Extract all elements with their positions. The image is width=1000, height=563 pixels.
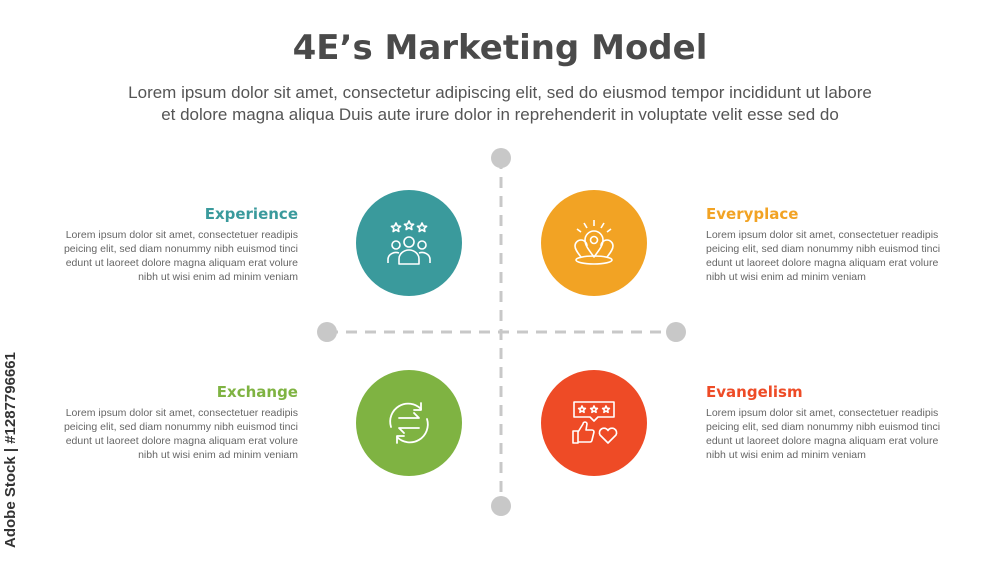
stock-watermark: Adobe Stock | #1287796661 xyxy=(2,352,19,548)
review-like-heart-icon xyxy=(572,401,618,444)
subtitle-line-1: Lorem ipsum dolor sit amet, consectetur … xyxy=(128,83,872,102)
everyplace-label: Everyplace xyxy=(706,205,799,223)
description-line: edunt ut laoreet dolore magna aliquam er… xyxy=(706,257,939,269)
evangelism-circle xyxy=(541,370,647,476)
page-title: 4E’s Marketing Model xyxy=(292,28,708,68)
everyplace-circle xyxy=(541,190,647,296)
exchange-description: Lorem ipsum dolor sit amet, consectetuer… xyxy=(58,406,298,462)
description-line: edunt ut laoreet dolore magna aliquam er… xyxy=(65,435,298,447)
description-line: peicing elit, sed diam nonummy nibh euis… xyxy=(706,421,941,433)
description-line: edunt ut laoreet dolore magna aliquam er… xyxy=(65,257,298,269)
description-line: nibh ut wisi enim ad minim veniam xyxy=(138,271,298,283)
description-line: edunt ut laoreet dolore magna aliquam er… xyxy=(706,435,939,447)
experience-description: Lorem ipsum dolor sit amet, consectetuer… xyxy=(58,228,298,284)
experience-circle xyxy=(356,190,462,296)
exchange-label: Exchange xyxy=(216,383,298,401)
axis-dot-right xyxy=(666,322,686,342)
evangelism-description: Lorem ipsum dolor sit amet, consectetuer… xyxy=(706,406,946,462)
exchange-arrows-icon xyxy=(389,402,429,444)
group-stars-icon xyxy=(387,220,431,265)
experience-label: Experience xyxy=(204,205,298,223)
description-line: Lorem ipsum dolor sit amet, consectetuer… xyxy=(65,407,298,419)
location-pins-icon xyxy=(574,220,614,265)
everyplace-description: Lorem ipsum dolor sit amet, consectetuer… xyxy=(706,228,946,284)
exchange-circle xyxy=(356,370,462,476)
description-line: Lorem ipsum dolor sit amet, consectetuer… xyxy=(706,407,939,419)
description-line: peicing elit, sed diam nonummy nibh euis… xyxy=(63,243,298,255)
description-line: nibh ut wisi enim ad minim veniam xyxy=(706,449,866,461)
description-line: peicing elit, sed diam nonummy nibh euis… xyxy=(63,421,298,433)
description-line: Lorem ipsum dolor sit amet, consectetuer… xyxy=(65,229,298,241)
subtitle-line-2: et dolore magna aliqua Duis aute irure d… xyxy=(161,105,839,124)
page-subtitle: Lorem ipsum dolor sit amet, consectetur … xyxy=(40,82,960,126)
description-line: nibh ut wisi enim ad minim veniam xyxy=(138,449,298,461)
description-line: nibh ut wisi enim ad minim veniam xyxy=(706,271,866,283)
evangelism-label: Evangelism xyxy=(706,383,803,401)
description-line: Lorem ipsum dolor sit amet, consectetuer… xyxy=(706,229,939,241)
description-line: peicing elit, sed diam nonummy nibh euis… xyxy=(706,243,941,255)
axis-dot-top xyxy=(491,148,511,168)
axis-dot-left xyxy=(317,322,337,342)
axis-dot-bottom xyxy=(491,496,511,516)
